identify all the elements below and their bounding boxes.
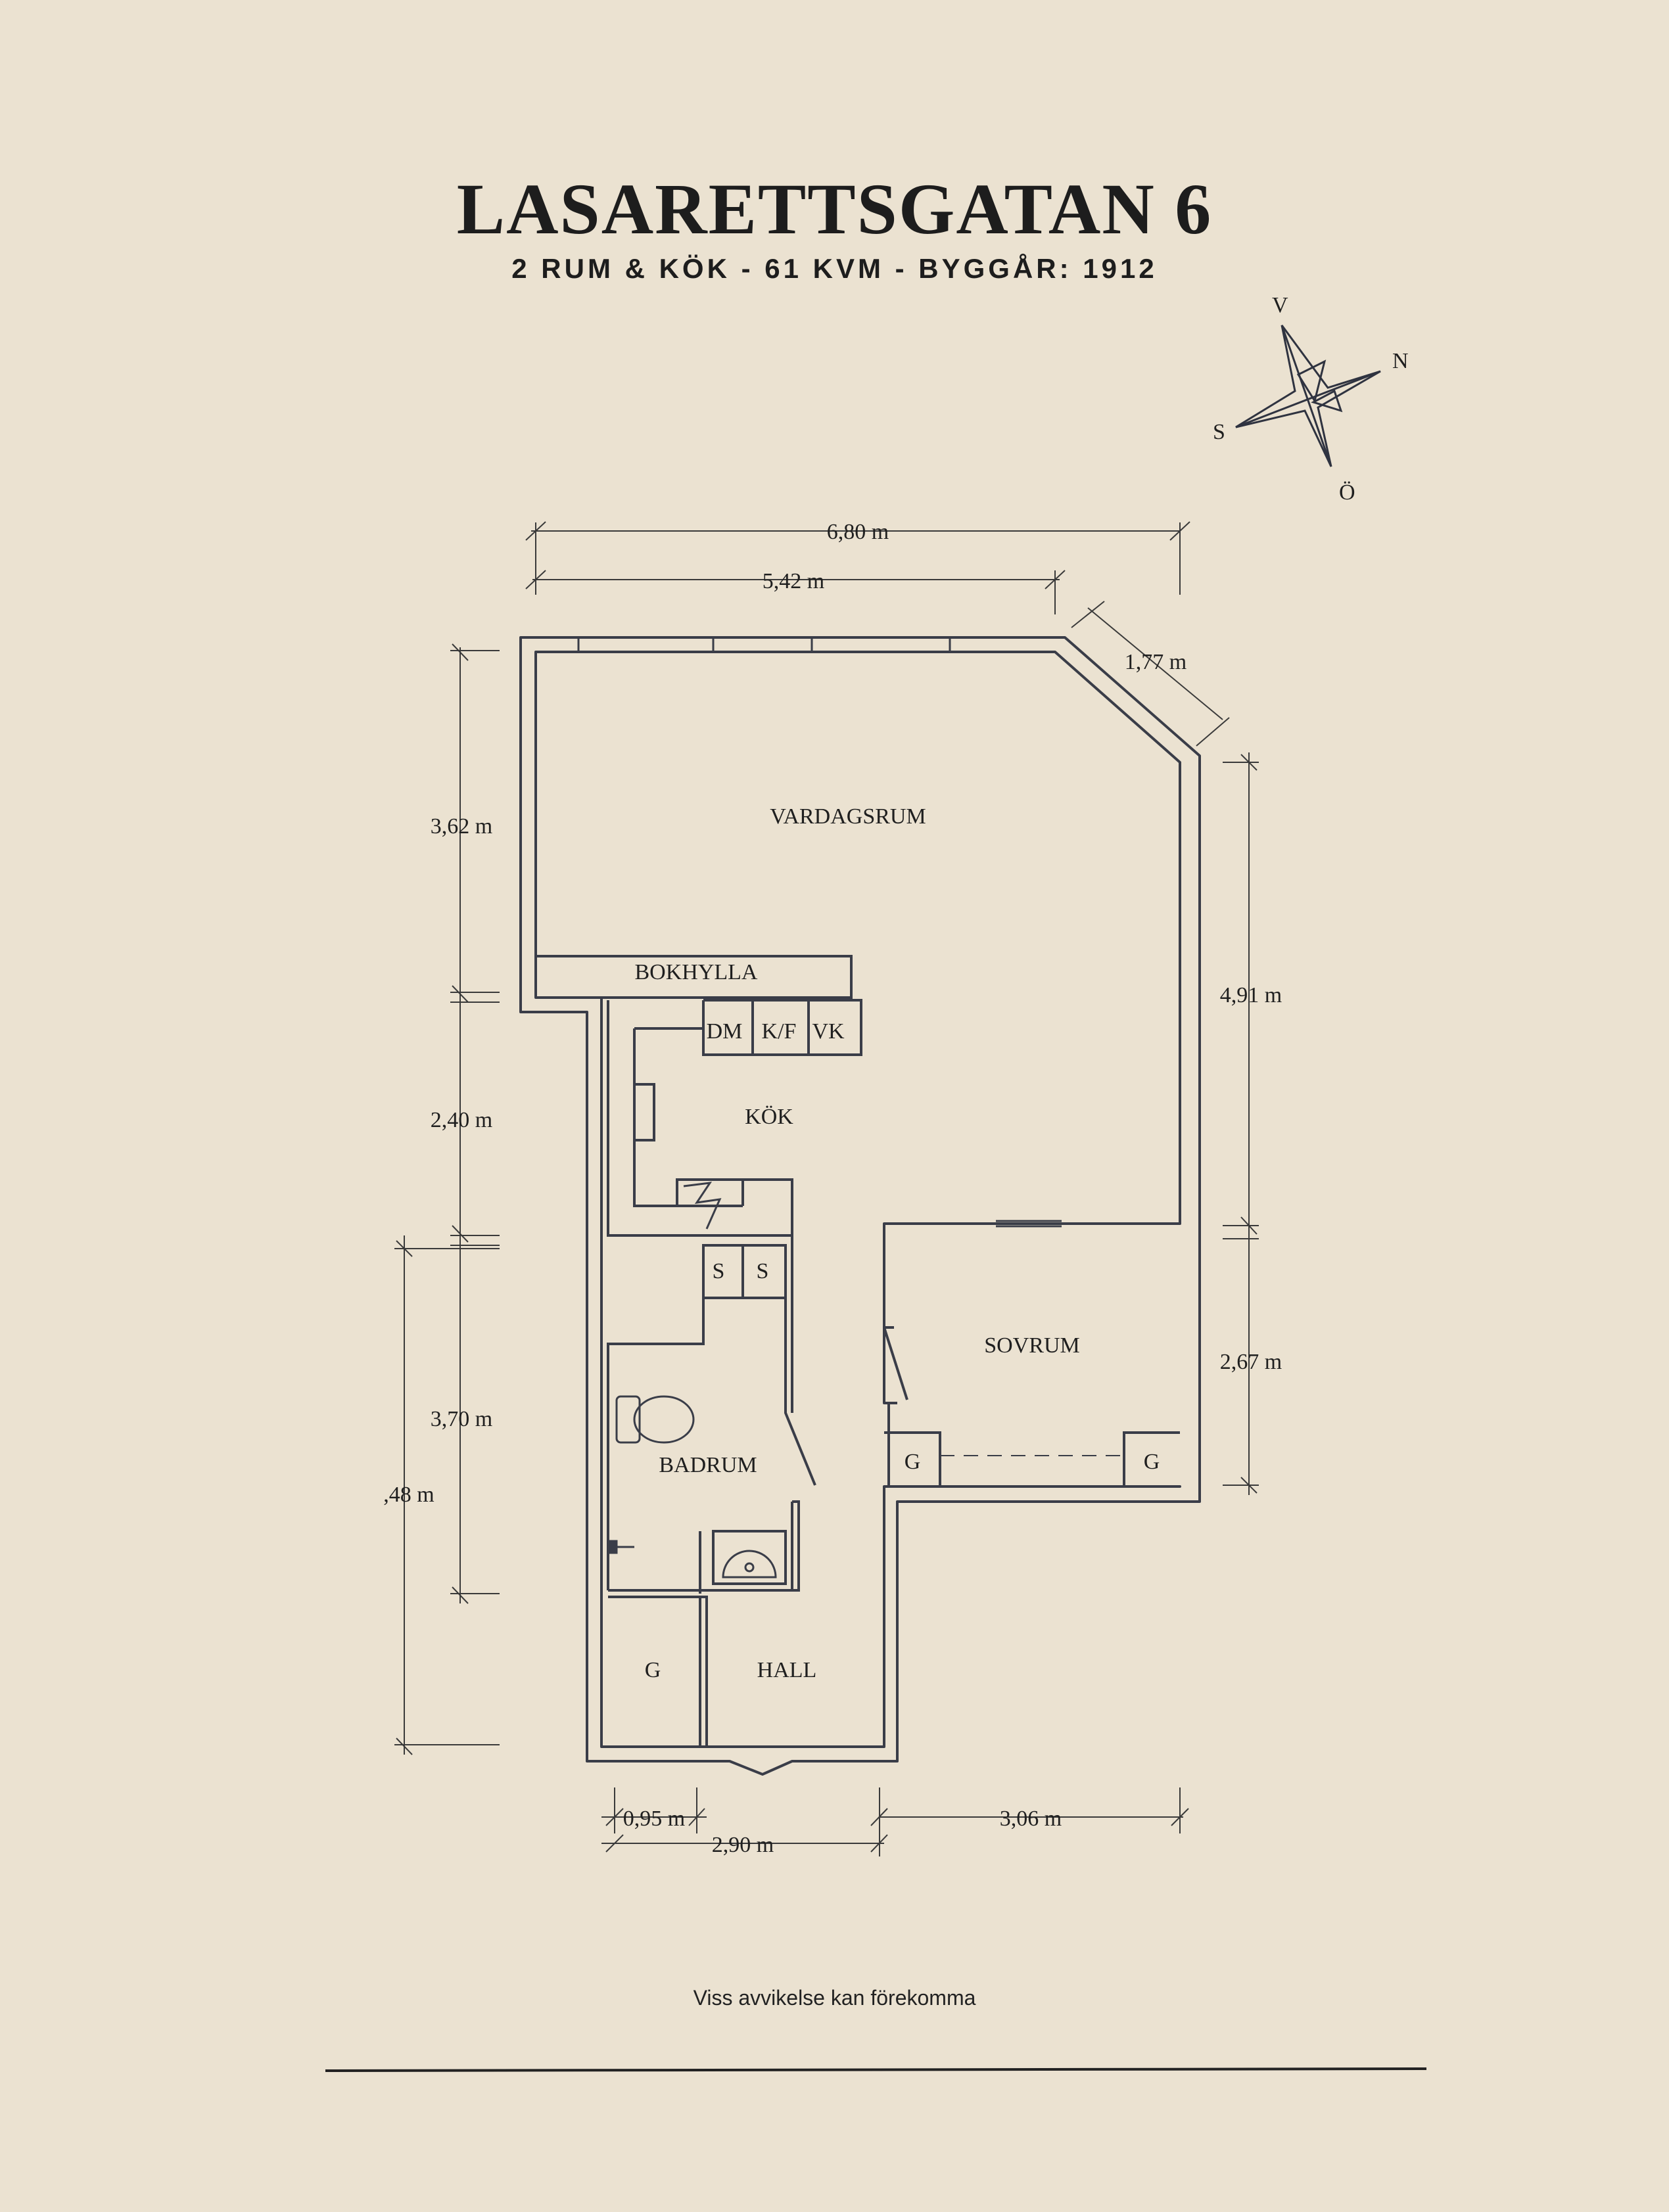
room-label-badrum: BADRUM: [659, 1453, 757, 1477]
room-label-hall: HALL: [757, 1658, 817, 1682]
storage-label-s1: S: [713, 1259, 725, 1283]
property-summary: 2 RUM & KÖK - 61 KVM - BYGGÅR: 1912: [511, 253, 1158, 284]
window-marks: [577, 639, 1062, 1228]
closet-label-hall: G: [645, 1658, 661, 1682]
compass-north-label: N: [1392, 349, 1409, 373]
interior-walls: [536, 955, 1180, 1747]
dimension-left-middle: 2,40 m: [431, 1108, 492, 1132]
dimension-left-outer: ,48 m: [383, 1483, 434, 1507]
storage-label-s2: S: [757, 1259, 769, 1283]
dimension-bottom-right: 3,06 m: [1000, 1807, 1062, 1831]
closet-label-sovrum-left: G: [905, 1450, 921, 1474]
dimension-right-lower: 2,67 m: [1220, 1350, 1282, 1374]
dimension-left-upper: 3,62 m: [431, 814, 492, 839]
dimension-top-inner: 5,42 m: [763, 569, 824, 593]
appliance-label-kf: K/F: [762, 1019, 797, 1044]
dimension-left-lower: 3,70 m: [431, 1407, 492, 1431]
room-label-sovrum: SOVRUM: [984, 1333, 1079, 1358]
dimension-top-total: 6,80 m: [827, 520, 889, 544]
disclaimer-text: Viss avvikelse kan förekomma: [693, 1986, 976, 2010]
compass-icon: [1235, 325, 1381, 467]
dimension-diagonal: 1,77 m: [1125, 650, 1187, 674]
appliance-label-dm: DM: [707, 1019, 743, 1044]
closet-label-sovrum-right: G: [1144, 1450, 1160, 1474]
appliance-label-vk: VK: [812, 1019, 845, 1044]
toilet-icon: [615, 1395, 695, 1444]
page-title: LASARETTSGATAN 6: [456, 169, 1213, 249]
shower-drain-icon: [609, 1540, 634, 1554]
dimension-lines: [394, 521, 1259, 1856]
compass-south-label: S: [1213, 420, 1225, 444]
footer-divider: [325, 2067, 1427, 2072]
dimension-right-upper: 4,91 m: [1220, 983, 1282, 1007]
dimension-bottom-left: 2,90 m: [712, 1833, 774, 1857]
washbasin-icon: [722, 1550, 777, 1578]
exterior-walls: [519, 636, 1201, 1776]
room-label-kok: KÖK: [745, 1105, 793, 1129]
dimension-bottom-small: 0,95 m: [623, 1807, 685, 1831]
compass-west-label: V: [1272, 293, 1288, 317]
room-label-vardagsrum: VARDAGSRUM: [770, 804, 926, 829]
room-label-bokhylla: BOKHYLLA: [635, 960, 758, 984]
compass-east-label: Ö: [1339, 480, 1355, 505]
